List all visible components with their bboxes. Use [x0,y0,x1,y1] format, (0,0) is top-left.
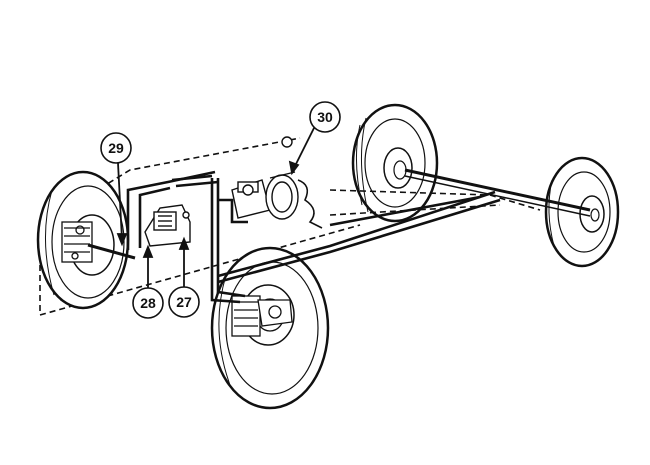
brake-lines [126,170,501,304]
master-cylinder-booster [231,136,323,229]
rear-left-wheel [544,156,620,268]
rear-right-wheel [351,103,439,223]
callout-28-label: 28 [140,295,156,311]
leader-lines [116,127,315,288]
rear-axle [404,168,591,217]
callout-28: 28 [132,287,164,319]
callout-29: 29 [100,132,132,164]
callout-30-label: 30 [317,109,333,125]
callout-27: 27 [168,286,200,318]
front-left-brake-assembly [61,221,136,263]
callout-27-label: 27 [176,294,192,310]
pressure-regulator [144,204,191,247]
callout-30: 30 [309,101,341,133]
callout-29-label: 29 [108,140,124,156]
